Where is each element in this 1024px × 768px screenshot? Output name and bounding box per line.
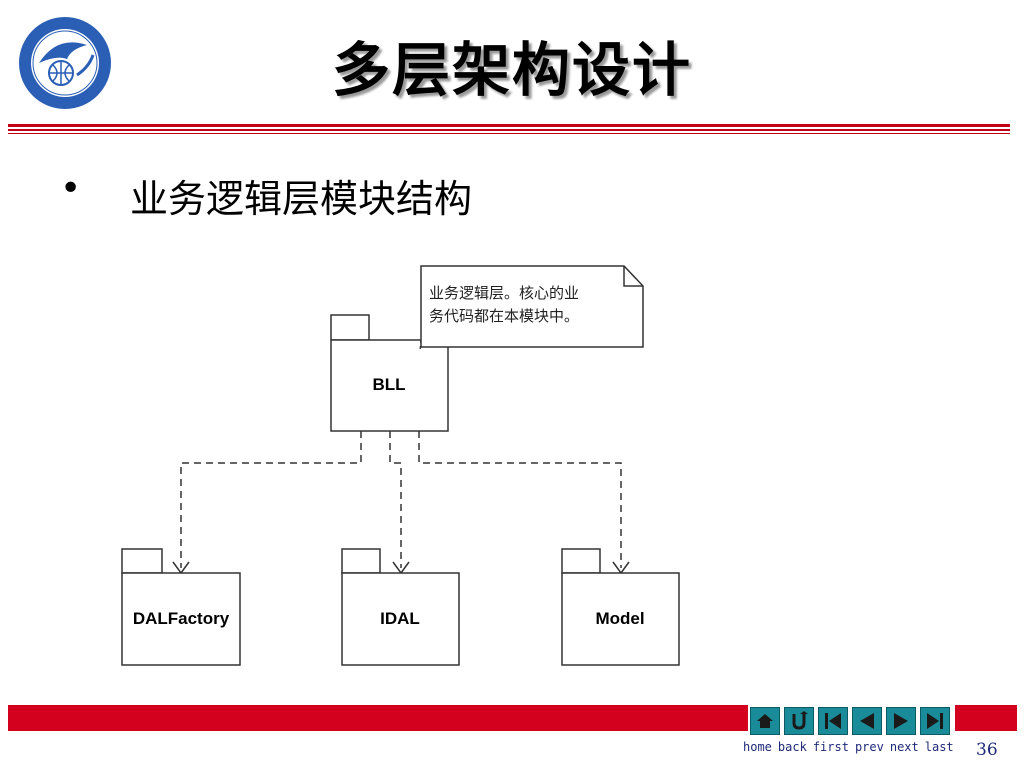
title-divider bbox=[8, 133, 1010, 134]
slide-navigation bbox=[750, 707, 950, 735]
package-dalfactory: DALFactory bbox=[121, 548, 241, 666]
package-label-model: Model bbox=[595, 609, 644, 628]
bullet-heading: 业务逻辑层模块结构 bbox=[130, 177, 473, 221]
last-button[interactable] bbox=[920, 707, 950, 735]
back-icon bbox=[792, 711, 808, 730]
nav-labels: home back first prev next last bbox=[743, 740, 960, 754]
back-button[interactable] bbox=[784, 707, 814, 735]
title-divider bbox=[8, 124, 1010, 127]
footer-bar bbox=[8, 705, 748, 731]
last-icon bbox=[927, 713, 943, 729]
next-button[interactable] bbox=[886, 707, 916, 735]
next-icon bbox=[894, 713, 908, 729]
package-bll: BLL bbox=[330, 314, 449, 432]
note-line-1: 业务逻辑层。核心的业 bbox=[429, 284, 579, 302]
nav-label-next[interactable]: next bbox=[889, 740, 919, 754]
home-button[interactable] bbox=[750, 707, 780, 735]
note-callout: 业务逻辑层。核心的业 务代码都在本模块中。 bbox=[419, 265, 644, 353]
package-label-idal: IDAL bbox=[380, 609, 420, 628]
home-icon bbox=[757, 714, 773, 728]
page-number: 36 bbox=[976, 740, 998, 760]
nav-label-back[interactable]: back bbox=[777, 740, 807, 754]
nav-label-prev[interactable]: prev bbox=[854, 740, 884, 754]
package-label-dalfactory: DALFactory bbox=[133, 609, 230, 628]
note-line-2: 务代码都在本模块中。 bbox=[429, 307, 579, 325]
prev-icon bbox=[860, 713, 874, 729]
package-model: Model bbox=[561, 548, 680, 666]
package-idal: IDAL bbox=[341, 548, 460, 666]
prev-button[interactable] bbox=[852, 707, 882, 735]
bullet-marker: • bbox=[60, 168, 82, 209]
dependency-arrows bbox=[180, 431, 622, 568]
nav-label-first[interactable]: first bbox=[812, 740, 849, 754]
slide-title: 多层架构设计 bbox=[331, 36, 692, 104]
footer-bar bbox=[955, 705, 1017, 731]
first-button[interactable] bbox=[818, 707, 848, 735]
first-icon bbox=[825, 713, 841, 729]
nav-label-last[interactable]: last bbox=[924, 740, 954, 754]
title-divider bbox=[8, 129, 1010, 131]
package-label-bll: BLL bbox=[372, 375, 405, 394]
nav-label-home[interactable]: home bbox=[743, 740, 772, 754]
school-logo bbox=[19, 17, 111, 109]
